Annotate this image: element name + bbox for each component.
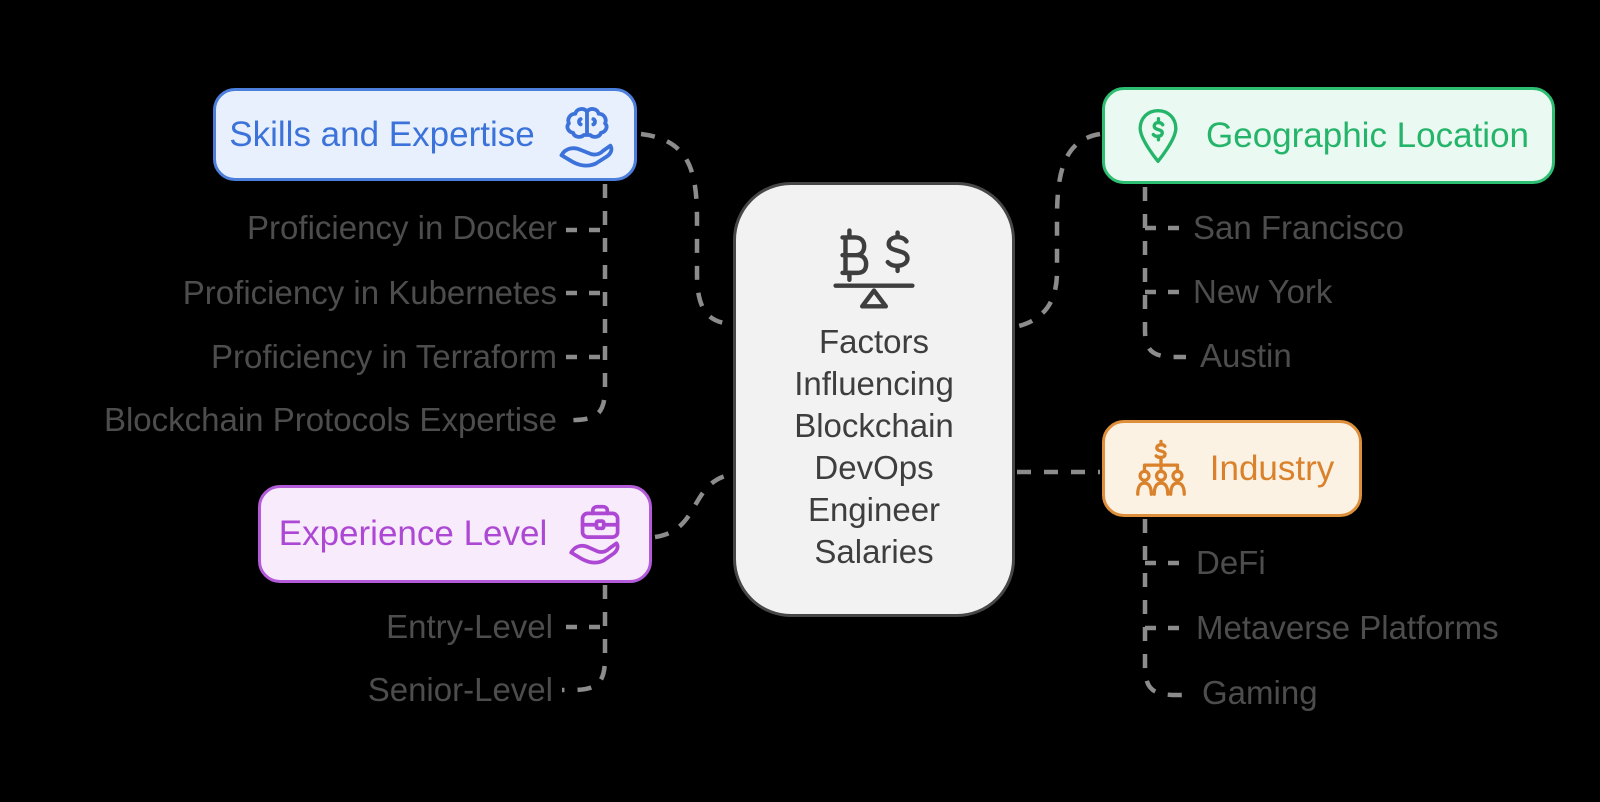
spine-geographic-children [1142, 187, 1186, 360]
center-node: Factors Influencing Blockchain DevOps En… [733, 182, 1015, 617]
branch-label: Industry [1209, 448, 1335, 488]
branch-node-experience-level: Experience Level [258, 485, 652, 583]
leaf-metaverse-platforms: Metaverse Platforms [1196, 609, 1499, 646]
branch-node-geographic-location: Geographic Location [1102, 87, 1555, 184]
spine-skills-children [561, 184, 608, 424]
edge-experience-to-center [654, 471, 734, 540]
spine-industry-children [1142, 519, 1186, 698]
branch-label: Experience Level [278, 514, 548, 553]
org-chart-dollar-icon [1135, 439, 1186, 496]
leaf-senior-level: Senior-Level [367, 671, 553, 708]
balance-scale-bitcoin-dollar-icon [833, 228, 915, 309]
branch-node-industry: Industry [1102, 420, 1362, 517]
branch-label: Geographic Location [1206, 115, 1529, 155]
spine-experience-children [562, 585, 608, 693]
leaf-new-york: New York [1193, 273, 1333, 310]
hand-holding-briefcase-icon [569, 504, 620, 565]
leaf-entry-level: Entry-Level [386, 608, 553, 645]
center-node-label: Factors Influencing Blockchain DevOps En… [794, 323, 954, 570]
edge-geographic-to-center [1014, 131, 1101, 330]
edge-skills-to-center [640, 131, 734, 327]
branch-label: Skills and Expertise [229, 114, 535, 154]
branch-node-skills-and-expertise: Skills and Expertise [213, 88, 637, 181]
leaf-austin: Austin [1200, 337, 1292, 374]
hand-holding-brain-icon [559, 106, 614, 167]
leaf-proficiency-in-docker: Proficiency in Docker [247, 209, 557, 246]
leaf-proficiency-in-terraform: Proficiency in Terraform [210, 338, 557, 375]
leaf-proficiency-in-kubernetes: Proficiency in Kubernetes [182, 274, 557, 311]
leaf-defi: DeFi [1196, 544, 1266, 581]
map-pin-dollar-icon [1138, 108, 1178, 163]
leaf-blockchain-protocols-expertise: Blockchain Protocols Expertise [103, 401, 557, 438]
leaf-san-francisco: San Francisco [1193, 209, 1404, 246]
leaf-gaming: Gaming [1202, 674, 1318, 711]
